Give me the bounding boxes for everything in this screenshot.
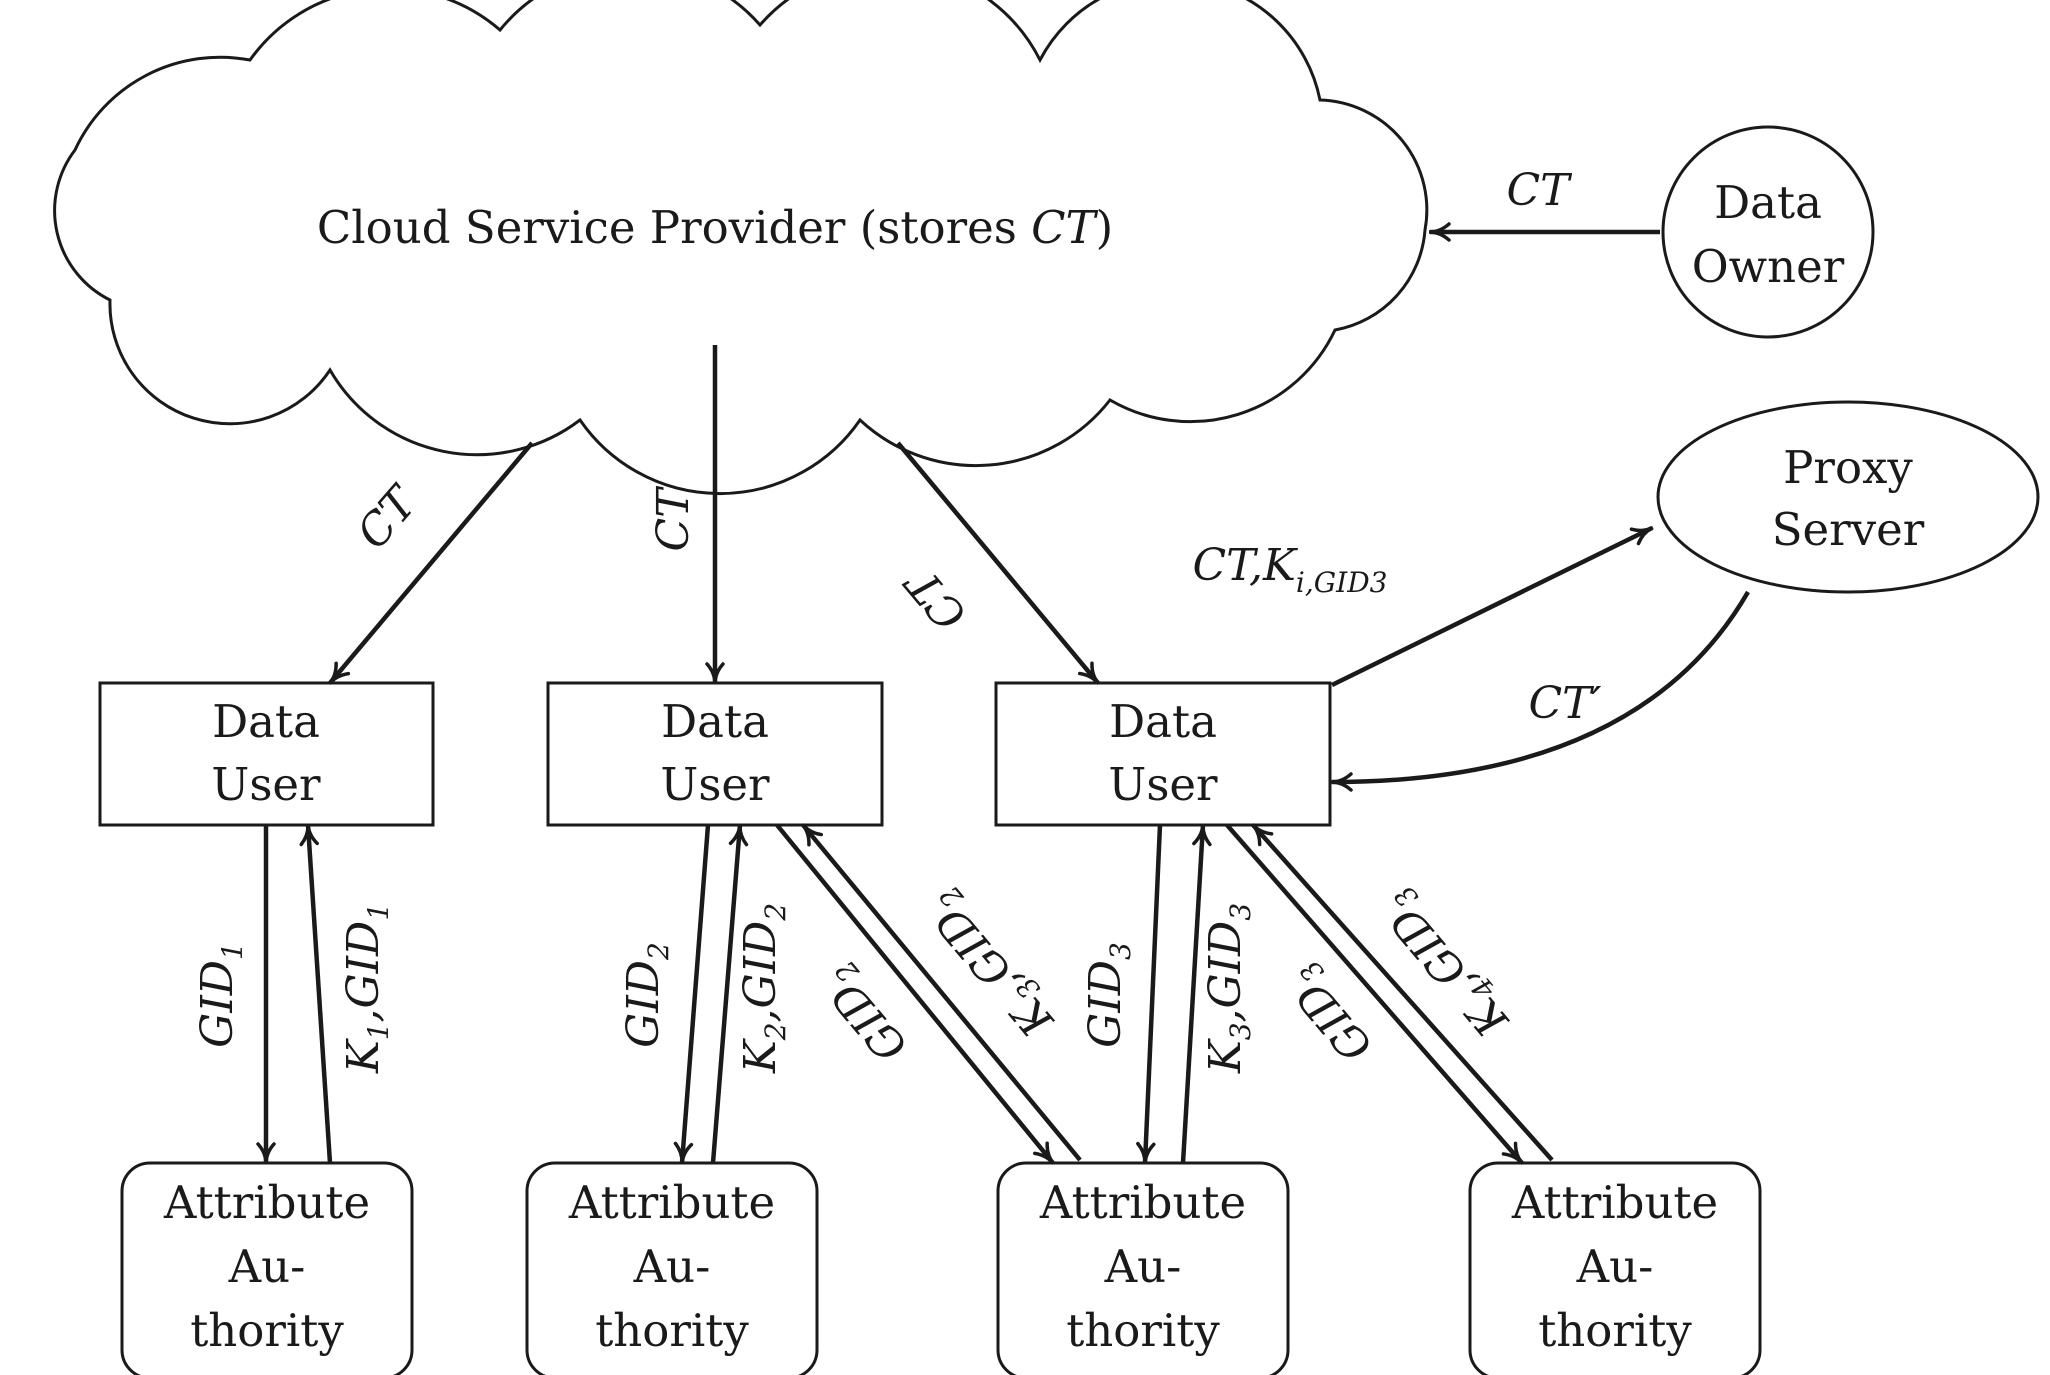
data-owner-line1: Data	[1714, 176, 1822, 229]
attribute-authority-1: Attribute Au- thority	[120, 1161, 414, 1375]
aa4-line1: Attribute	[1511, 1176, 1718, 1229]
aa3-line1: Attribute	[1039, 1176, 1246, 1229]
label-owner-to-cloud: CT	[1506, 165, 1573, 216]
data-user-1-line2: User	[211, 758, 321, 811]
edge-aa2-to-user2	[710, 823, 749, 1164]
proxy-server-line2: Server	[1772, 503, 1925, 556]
label-aa4-user3: K4,GID3	[1370, 879, 1524, 1047]
aa2-line3: thority	[595, 1304, 749, 1357]
data-user-3-line1: Data	[1109, 695, 1217, 748]
label-user3-aa4: GID3	[1275, 954, 1387, 1072]
cloud-label: Cloud Service Provider (stores CT)	[317, 201, 1113, 254]
edge-user2-to-aa3	[775, 823, 1056, 1165]
attribute-authority-3: Attribute Au- thority	[996, 1161, 1290, 1375]
label-cloud-to-user2: CT	[648, 485, 699, 552]
label-aa1-user1: K1,GID1	[338, 903, 395, 1074]
data-user-3: Data User	[994, 681, 1332, 827]
data-user-3-line2: User	[1108, 758, 1218, 811]
aa1-line2: Au-	[228, 1240, 306, 1293]
label-user3-aa3: GID3	[1080, 942, 1137, 1048]
data-user-2-line2: User	[660, 758, 770, 811]
edge-user3-to-aa4	[1225, 823, 1525, 1165]
aa4-line3: thority	[1538, 1304, 1692, 1357]
label-aa2-user2: K2,GID2	[735, 903, 792, 1074]
label-user1-aa1: GID1	[192, 942, 249, 1048]
edge-aa4-to-user3	[1250, 823, 1554, 1162]
label-aa3-user3: K3,GID3	[1200, 903, 1257, 1074]
proxy-server: Proxy Server	[1656, 400, 2040, 594]
label-user3-to-proxy: CT,Ki,GID3	[1193, 540, 1388, 599]
attribute-authority-2: Attribute Au- thority	[525, 1161, 819, 1375]
edge-aa3-to-user3	[1180, 823, 1212, 1164]
data-user-1-line1: Data	[212, 695, 320, 748]
aa1-line3: thority	[190, 1304, 344, 1357]
attribute-authority-4: Attribute Au- thority	[1468, 1161, 1762, 1375]
data-user-2-line1: Data	[661, 695, 769, 748]
aa3-line2: Au-	[1104, 1240, 1182, 1293]
edge-aa3-to-user2	[800, 823, 1082, 1162]
aa2-line2: Au-	[633, 1240, 711, 1293]
data-user-2: Data User	[546, 681, 884, 827]
data-owner-line2: Owner	[1692, 240, 1845, 293]
edge-cloud-to-user3	[896, 441, 1101, 685]
label-user2-aa3: GID2	[810, 954, 922, 1072]
edge-aa1-to-user1	[299, 823, 333, 1164]
aa4-line2: Au-	[1576, 1240, 1654, 1293]
cloud-service-provider: Cloud Service Provider (stores CT)	[53, 0, 1429, 495]
edge-cloud-to-user1	[327, 441, 534, 685]
label-proxy-to-user3: CT′	[1528, 678, 1601, 729]
data-owner: Data Owner	[1661, 125, 1875, 339]
data-user-1: Data User	[98, 681, 435, 827]
label-user2-aa2: GID2	[618, 942, 675, 1048]
edge-proxy-to-user3	[1330, 590, 1750, 792]
label-cloud-to-user1: CT	[347, 475, 429, 559]
edge-user3-to-proxy	[1331, 525, 1654, 688]
label-cloud-to-user3: CT	[895, 556, 977, 640]
aa2-line1: Attribute	[568, 1176, 775, 1229]
edge-user2-to-aa2	[673, 824, 711, 1165]
aa1-line1: Attribute	[163, 1176, 370, 1229]
proxy-server-line1: Proxy	[1783, 441, 1913, 494]
edge-user3-to-aa3	[1136, 824, 1163, 1165]
aa3-line3: thority	[1066, 1304, 1220, 1357]
